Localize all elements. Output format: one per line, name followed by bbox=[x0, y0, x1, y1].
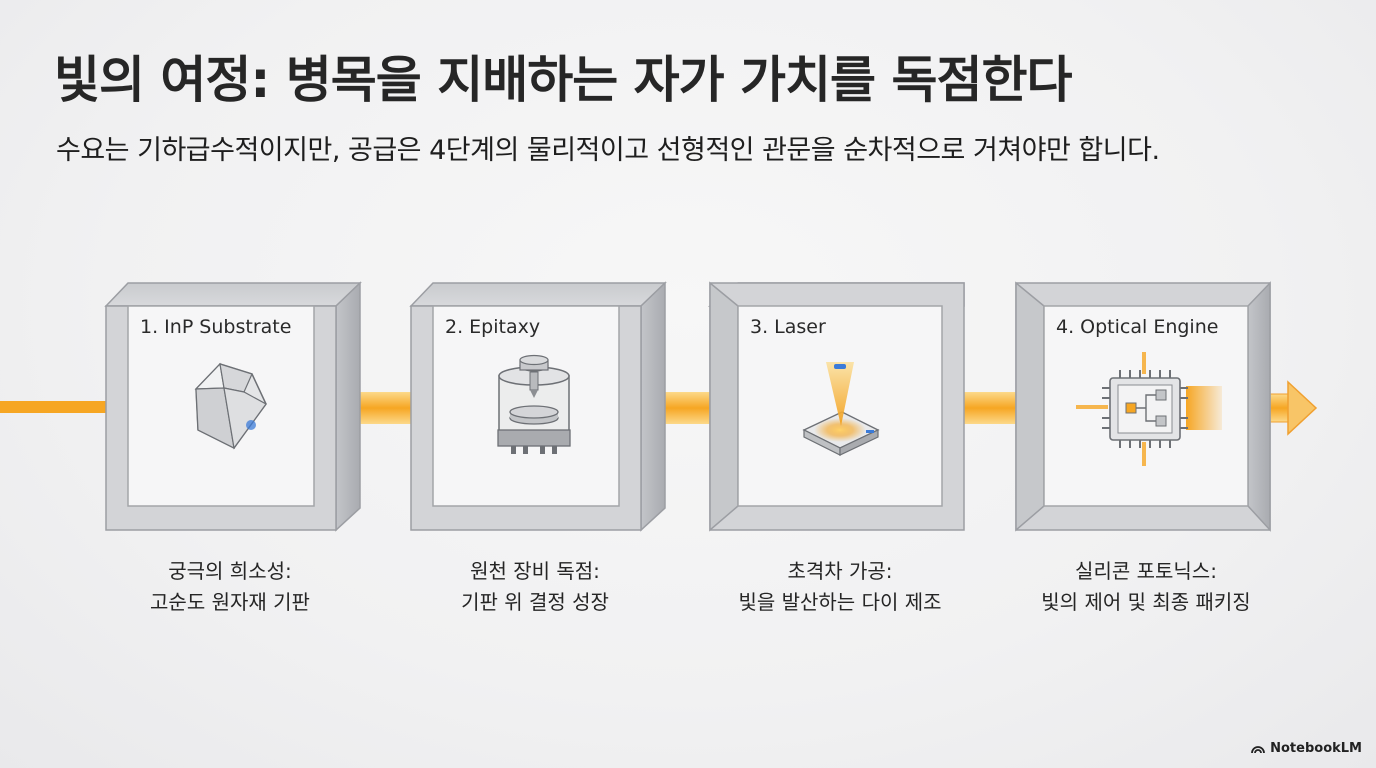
notebooklm-logo-icon bbox=[1251, 746, 1266, 754]
stage-caption-optical-engine: 실리콘 포토닉스: 빛의 제어 및 최종 패키징 bbox=[1016, 556, 1276, 618]
caption-detail: 빛을 발산하는 다이 제조 bbox=[738, 590, 942, 614]
caption-heading: 실리콘 포토닉스: bbox=[1075, 559, 1217, 583]
caption-detail: 기판 위 결정 성장 bbox=[461, 590, 609, 614]
stage-label-laser: 3. Laser bbox=[750, 316, 826, 338]
notebooklm-branding: NotebookLM bbox=[1251, 741, 1362, 756]
caption-heading: 궁극의 희소성: bbox=[168, 559, 292, 583]
brand-name: NotebookLM bbox=[1270, 741, 1362, 756]
crystal-icon bbox=[194, 362, 267, 450]
stage-caption-laser: 초격차 가공: 빛을 발산하는 다이 제조 bbox=[710, 556, 970, 618]
slide-title: 빛의 여정: 병목을 지배하는 자가 가치를 독점한다 bbox=[54, 51, 1072, 109]
slide-subtitle: 수요는 기하급수적이지만, 공급은 4단계의 물리적이고 선형적인 관문을 순차… bbox=[56, 135, 1160, 166]
stage-label-optical-engine: 4. Optical Engine bbox=[1056, 316, 1219, 338]
caption-heading: 초격차 가공: bbox=[787, 559, 893, 583]
laser-die-icon bbox=[802, 362, 880, 456]
stage-frame-substrate bbox=[104, 281, 362, 532]
stage-caption-substrate: 궁극의 희소성: 고순도 원자재 기판 bbox=[100, 556, 360, 618]
chip-icon bbox=[1076, 352, 1222, 466]
caption-detail: 고순도 원자재 기판 bbox=[150, 590, 310, 614]
stage-label-epitaxy: 2. Epitaxy bbox=[445, 316, 541, 338]
stage-caption-epitaxy: 원천 장비 독점: 기판 위 결정 성장 bbox=[405, 556, 665, 618]
reactor-icon bbox=[497, 354, 571, 454]
caption-detail: 빛의 제어 및 최종 패키징 bbox=[1041, 590, 1251, 614]
stage-label-substrate: 1. InP Substrate bbox=[140, 316, 292, 338]
input-beam bbox=[0, 401, 130, 413]
caption-heading: 원천 장비 독점: bbox=[470, 559, 600, 583]
